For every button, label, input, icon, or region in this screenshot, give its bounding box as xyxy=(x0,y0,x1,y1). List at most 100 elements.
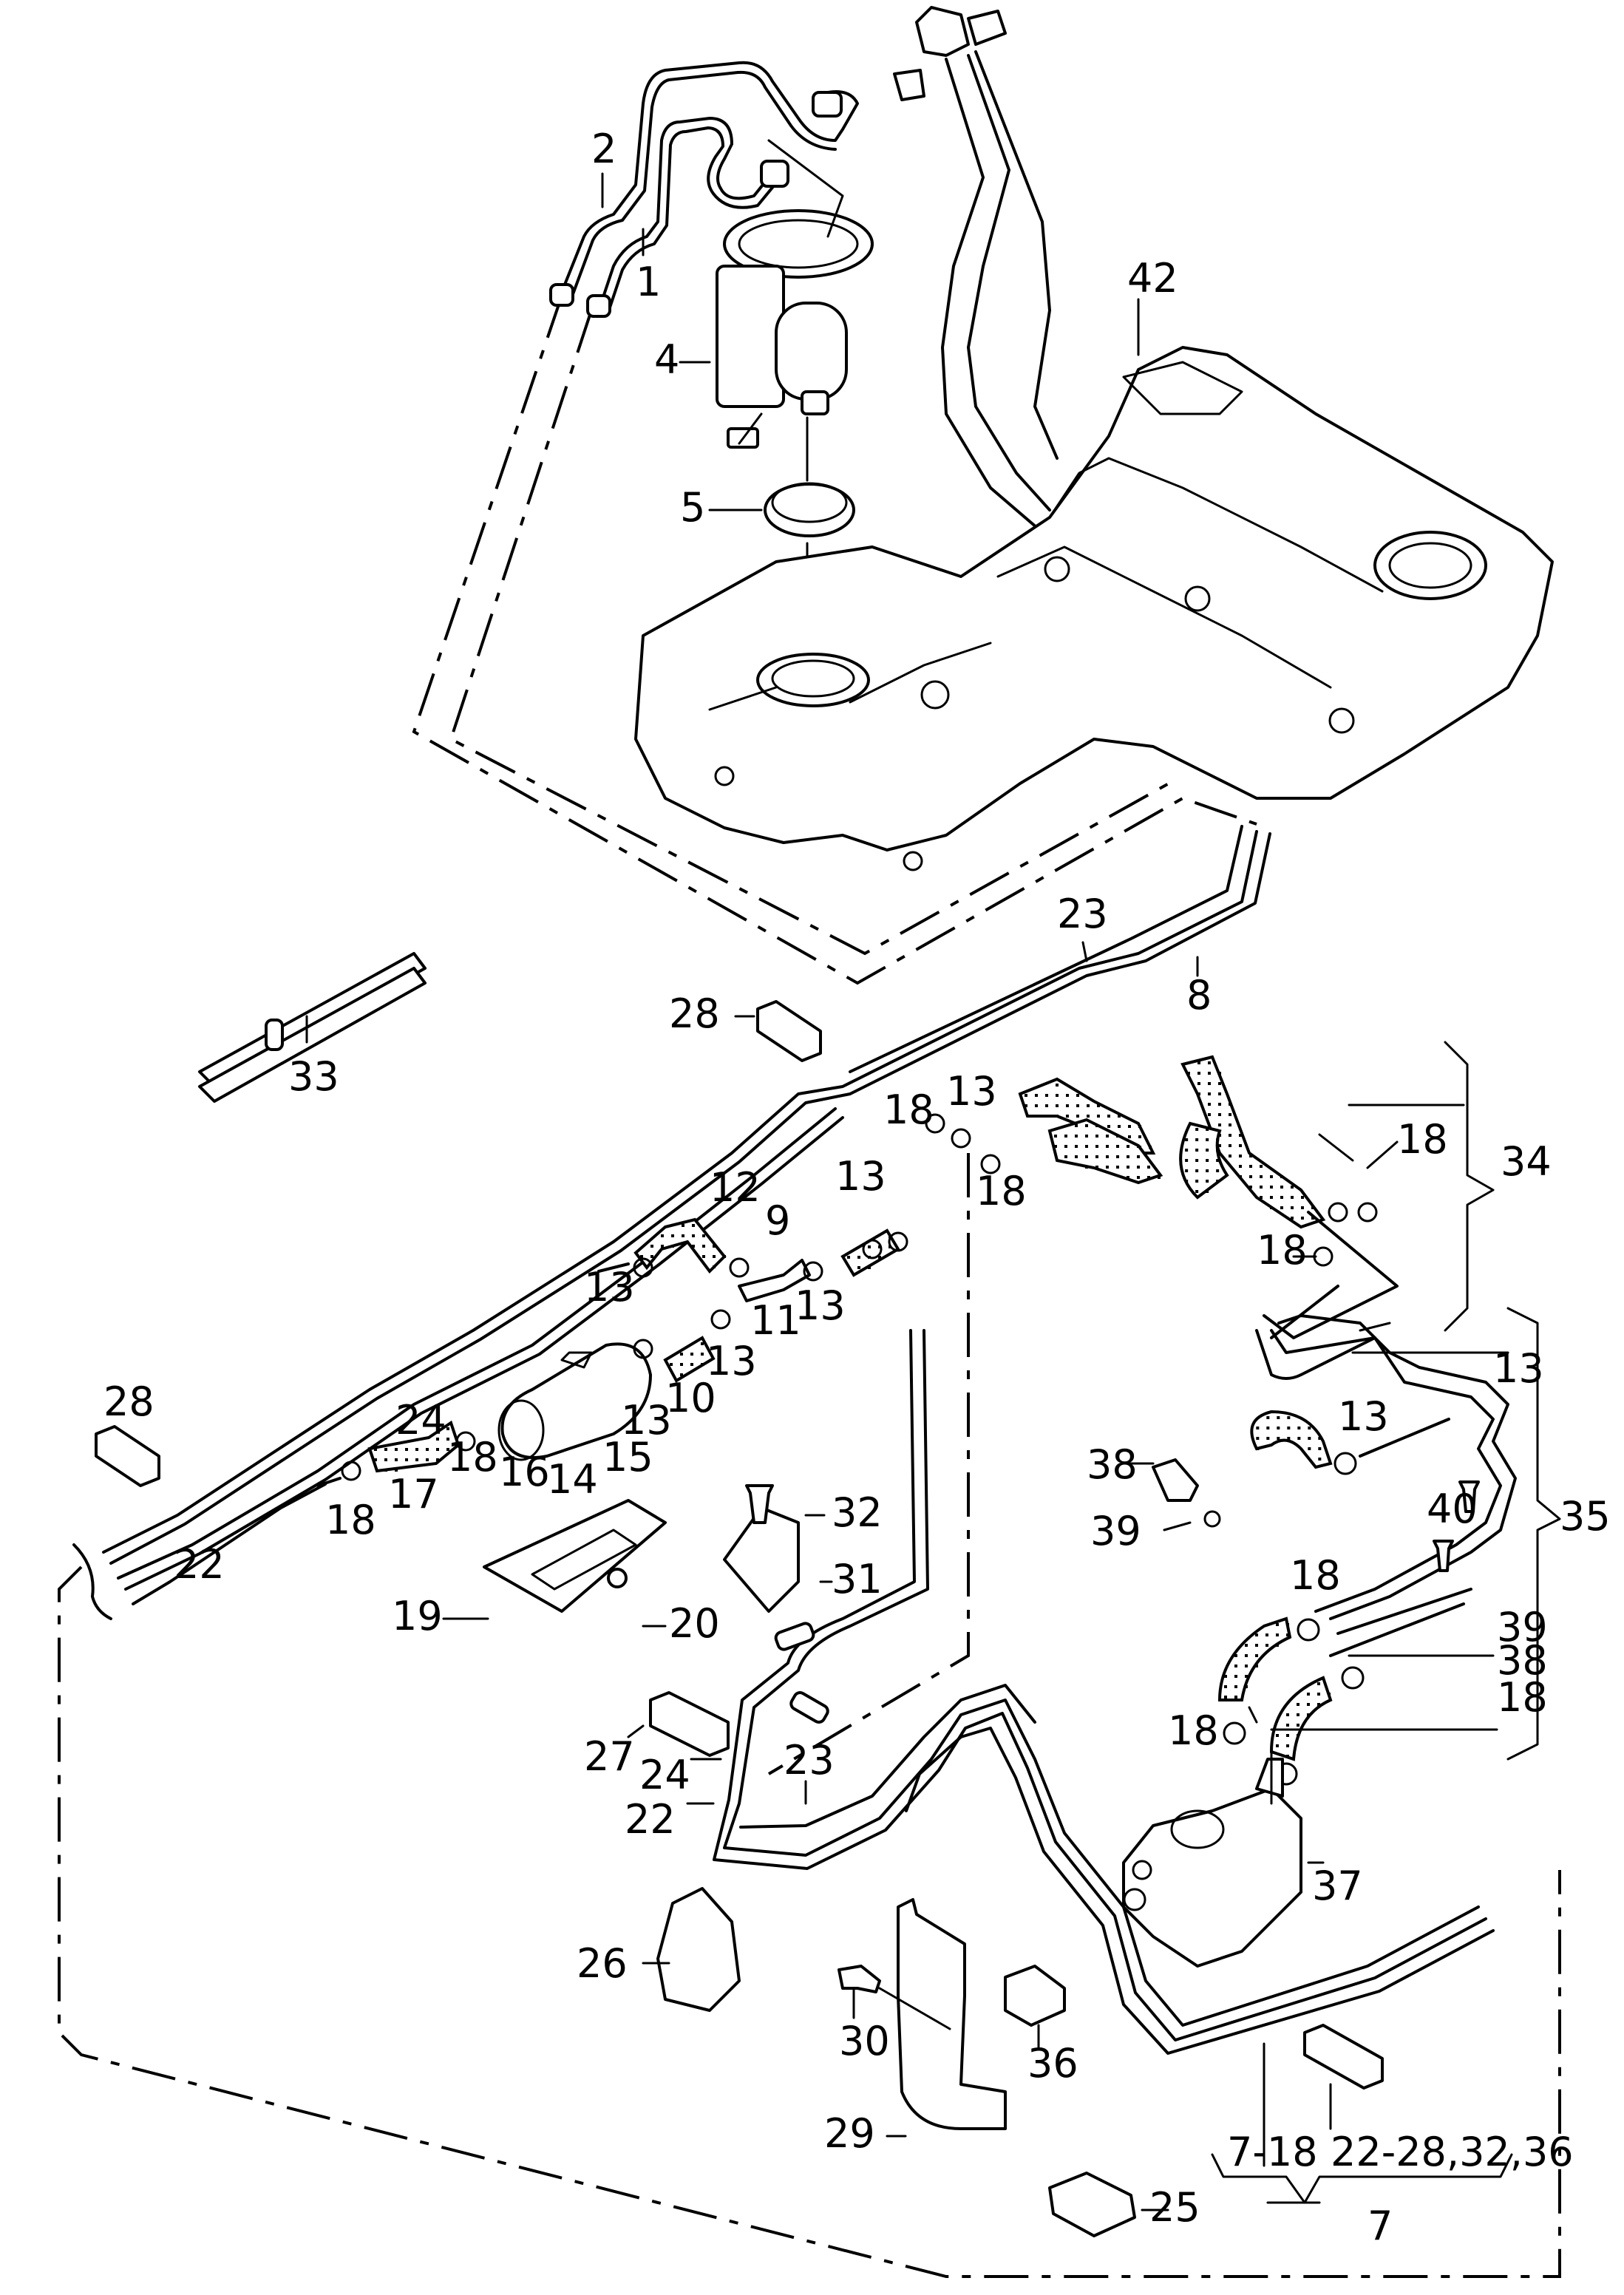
hose-texture-dot xyxy=(1297,1734,1299,1737)
hose-texture-dot xyxy=(1229,1155,1231,1157)
hose-10 xyxy=(663,1336,716,1383)
hose-texture-dot xyxy=(1249,1155,1252,1157)
hose-texture-dot xyxy=(1291,1206,1294,1209)
callout-15: 15 xyxy=(602,1434,653,1480)
hose-texture-dot xyxy=(395,1469,398,1472)
hose-texture-dot xyxy=(1085,1124,1088,1127)
hose-texture-dot xyxy=(1116,1155,1119,1158)
bracket-26 xyxy=(656,1887,741,2012)
hose-texture-dot xyxy=(1045,1104,1048,1107)
callout-16: 16 xyxy=(499,1449,550,1495)
hose-texture-dots xyxy=(1054,1124,1161,1179)
hose-lower-18 xyxy=(1269,1676,1333,1761)
fuel-filter-assembly xyxy=(316,1217,908,1487)
hose-texture-dot xyxy=(1197,1082,1200,1085)
hose-texture-dot xyxy=(1158,1176,1161,1179)
hose-texture-dot xyxy=(1095,1155,1098,1158)
fuel-line-24 xyxy=(117,1107,837,1580)
hose-texture-dot xyxy=(1106,1166,1109,1169)
boundary-right-vertical xyxy=(767,1153,970,1775)
callout-labels: 2 1 4 5 42 23 8 28 33 18 13 18 12 13 9 1… xyxy=(103,126,1611,2249)
hose-texture-dot xyxy=(878,1256,881,1259)
hose-texture-dot xyxy=(1138,1125,1141,1128)
hose-texture-dot xyxy=(1197,1072,1200,1075)
hose-texture-dot xyxy=(1276,1734,1279,1737)
hose-texture-dot xyxy=(1266,1437,1270,1440)
heat-shield-19 xyxy=(483,1499,667,1613)
hose-texture-dot xyxy=(1206,1180,1209,1183)
hose-texture-dot xyxy=(1075,1124,1078,1127)
pipe-assembly-35 xyxy=(1152,1307,1561,1761)
hose-texture-dot xyxy=(1260,1196,1263,1199)
callout-20: 20 xyxy=(669,1600,720,1647)
callout-7: 7 xyxy=(1368,2203,1393,2249)
hose-texture-dot xyxy=(1138,1135,1141,1138)
bolt-40-lower xyxy=(1433,1540,1454,1572)
callout-28-left: 28 xyxy=(103,1378,154,1425)
hose-texture-dot xyxy=(1239,1175,1242,1178)
hose-texture-dot xyxy=(1280,1206,1283,1209)
callout-23-top: 23 xyxy=(1057,891,1108,937)
hose-texture-dot xyxy=(1137,1176,1140,1179)
pump-body xyxy=(716,265,785,408)
hose-texture-dot xyxy=(1287,1437,1291,1440)
hose-texture-dot xyxy=(1287,1427,1291,1429)
hose-texture-dot xyxy=(426,1458,429,1461)
callout-32: 32 xyxy=(832,1489,883,1536)
hose-texture-dot xyxy=(661,1234,664,1237)
hose-texture-dot xyxy=(1066,1115,1069,1118)
hose-texture-dot xyxy=(1147,1166,1150,1169)
hose-texture-dot xyxy=(1208,1061,1211,1064)
hose-texture-dot xyxy=(1249,1186,1252,1189)
callout-31: 31 xyxy=(832,1556,883,1602)
hose-texture-dot xyxy=(878,1245,881,1248)
hose-texture-dot xyxy=(1116,1166,1119,1169)
hose-texture-dot xyxy=(702,1255,705,1258)
hose-texture-dot xyxy=(1318,1437,1322,1440)
callout-22-a: 22 xyxy=(174,1541,225,1588)
callout-13-i: 13 xyxy=(1338,1393,1389,1440)
hose-texture-dot xyxy=(1218,1092,1221,1095)
hose-texture-dot xyxy=(446,1427,449,1430)
hose-texture-dot xyxy=(1197,1061,1200,1064)
hose-texture-dot xyxy=(1095,1124,1098,1127)
callout-28-top: 28 xyxy=(669,990,720,1037)
hose-texture-dot xyxy=(415,1448,418,1451)
high-pressure-pump-area xyxy=(1122,1588,1472,1968)
hose-texture-dot xyxy=(1116,1145,1119,1148)
hose-texture-dot xyxy=(690,1353,693,1356)
hose-texture-dot xyxy=(692,1234,695,1237)
hose-texture-dot xyxy=(1218,1072,1221,1075)
hose-texture-dot xyxy=(1286,1724,1289,1727)
hose-texture-dot xyxy=(670,1363,673,1366)
callout-27: 27 xyxy=(584,1733,635,1780)
callout-19: 19 xyxy=(392,1593,443,1639)
hose-texture-dot xyxy=(1066,1104,1069,1107)
hose-texture-dot xyxy=(1280,1196,1283,1199)
hose-texture-dot xyxy=(1195,1169,1199,1172)
callout-25: 25 xyxy=(1149,2184,1200,2231)
fuel-line-connector-top xyxy=(812,91,843,118)
hose-texture-dot xyxy=(1245,1675,1248,1678)
callout-18-i: 18 xyxy=(1168,1707,1219,1754)
callout-18-d: 18 xyxy=(325,1497,376,1543)
hose-texture-dot xyxy=(1208,1103,1211,1106)
callout-39: 39 xyxy=(1090,1508,1141,1554)
callout-8: 8 xyxy=(1186,972,1212,1019)
hose-texture-dot xyxy=(1106,1145,1109,1148)
pump-cylinder xyxy=(775,302,848,401)
hose-texture-dot xyxy=(1206,1128,1209,1131)
hose-texture-dot xyxy=(1195,1190,1199,1193)
misc-parts-left xyxy=(95,952,1384,2237)
clip-28-left xyxy=(95,1425,160,1487)
hose-texture-dot xyxy=(1311,1206,1314,1209)
hose-texture-dot xyxy=(1277,1416,1280,1419)
hose-texture-dot xyxy=(446,1438,449,1441)
hose-texture-dot xyxy=(426,1448,429,1451)
hose-texture-dot xyxy=(1056,1094,1059,1097)
hose-texture-dot xyxy=(1085,1135,1088,1138)
hose-texture-dot xyxy=(1206,1149,1209,1152)
hose-texture-dot xyxy=(1265,1633,1268,1636)
hose-texture-dot xyxy=(1127,1145,1129,1148)
hose-texture-dot xyxy=(1260,1165,1263,1168)
